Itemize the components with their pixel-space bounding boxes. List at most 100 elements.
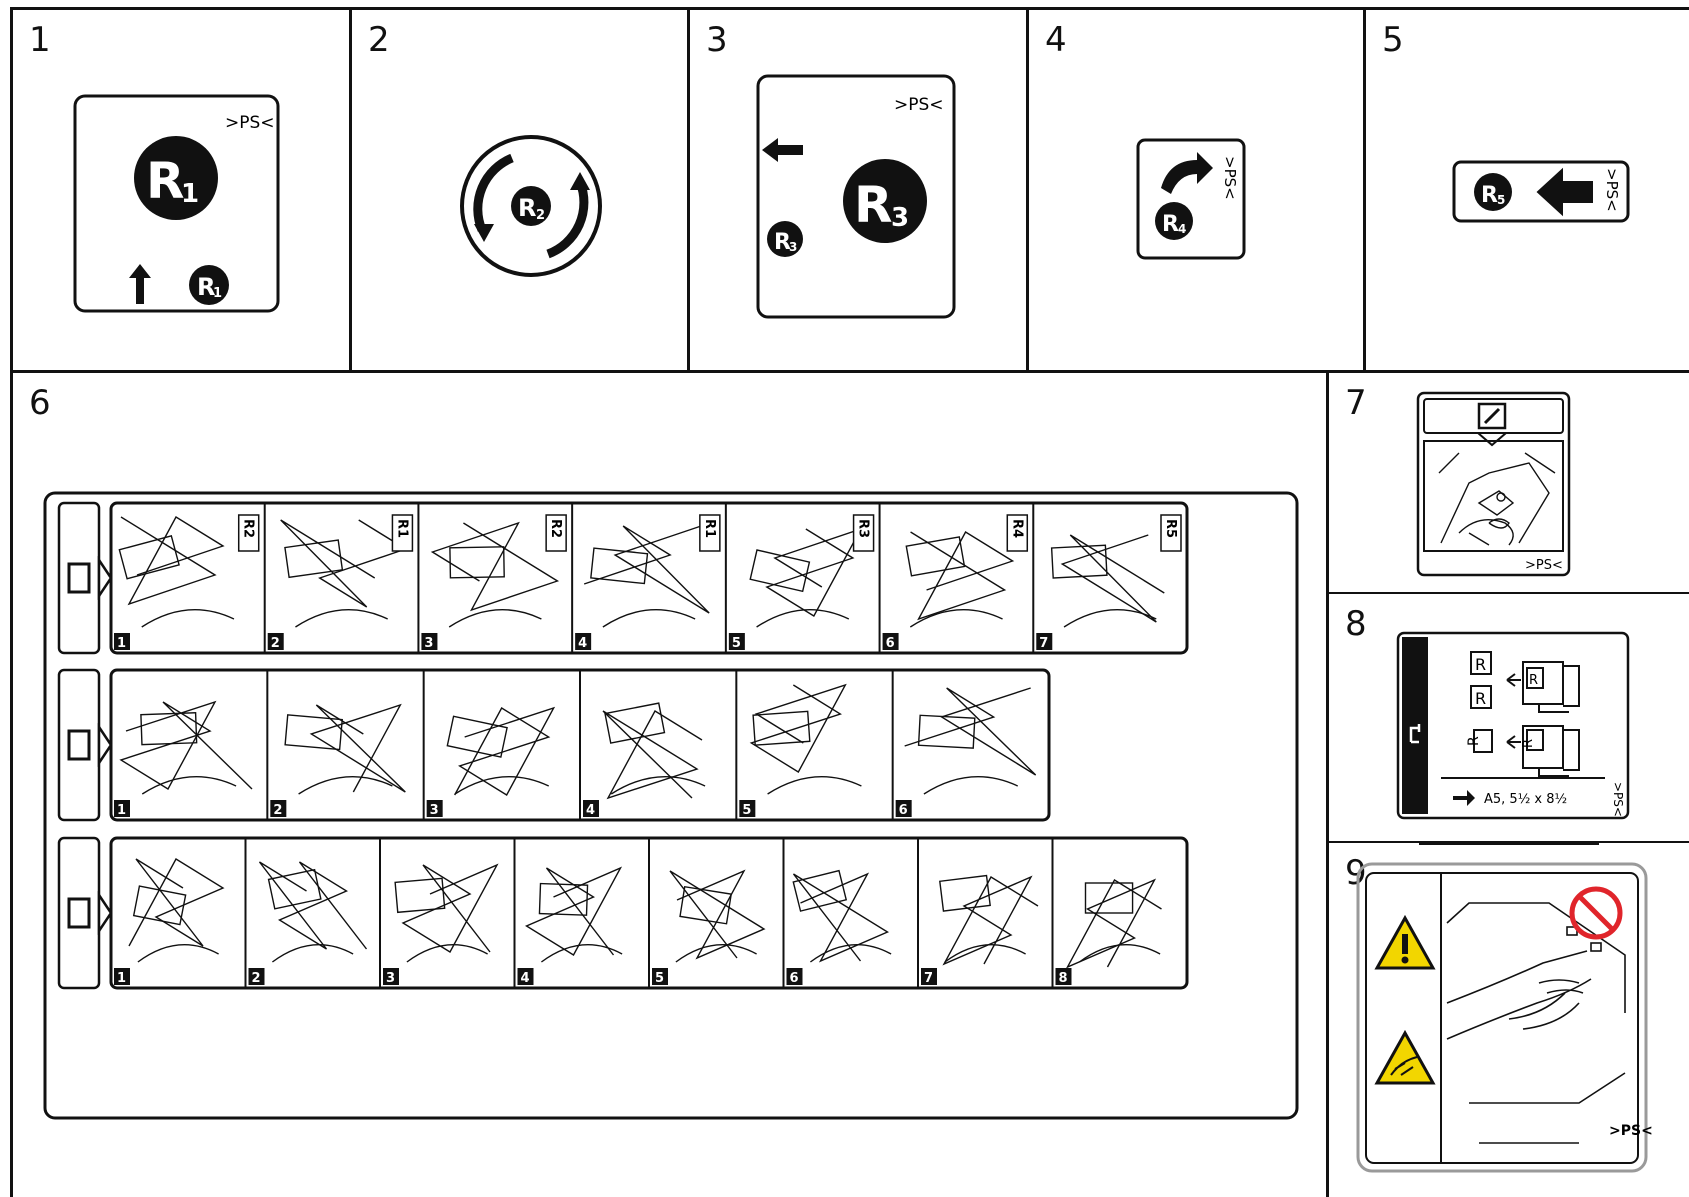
row-3-tab [59, 838, 111, 988]
step-number: 5 [732, 636, 741, 651]
mechanism-sketch [281, 520, 406, 607]
ps-mark: >PS< [894, 95, 944, 115]
r-label: R [1481, 183, 1498, 208]
step-frame: 5 [649, 838, 764, 988]
callout-label: R2 [548, 519, 563, 538]
r-label: R [1162, 212, 1179, 237]
mechanism-sketch [432, 523, 557, 610]
r3-label-illustration: >PS< R 3 R 3 [690, 10, 1026, 370]
finisher-icon [69, 564, 89, 592]
row-1-tab [59, 503, 111, 653]
step-number: 8 [1059, 971, 1068, 986]
r-paper-label: R [1529, 673, 1538, 688]
r-label: R [146, 152, 185, 210]
panel-3: 3 >PS< R 3 R 3 [690, 10, 1026, 370]
warning-triangle-icon [1377, 918, 1433, 968]
r-label: R [854, 176, 893, 234]
panel-4: 4 R 4 >PS< [1029, 10, 1363, 370]
ps-mark: >PS< [1609, 1123, 1653, 1139]
caution-label: >PS< [1329, 843, 1689, 1197]
ps-mark: >PS< [1611, 782, 1625, 817]
mechanism-sketch [911, 532, 1013, 619]
paper-orientation-diagram [1441, 652, 1605, 778]
step-number: 7 [1039, 636, 1048, 651]
r-paper-label: R [1475, 689, 1486, 708]
arrow-up-icon [129, 264, 151, 304]
r5-label-illustration: R 5 >PS< [1366, 10, 1689, 370]
finisher-icon [69, 731, 89, 759]
mechanism-sketch [767, 529, 861, 616]
r-paper-label: R [1466, 736, 1482, 746]
r-sub: 5 [1497, 193, 1505, 207]
instruction-label-outline [45, 493, 1297, 1118]
mechanism-sketch [527, 868, 621, 955]
mechanism-sketch [1068, 880, 1162, 967]
callout-label: R1 [394, 519, 409, 538]
ps-mark: >PS< [1603, 168, 1621, 212]
mechanism-sketch [403, 865, 497, 952]
paper-size-caption: A5, 5½ x 8½ [1484, 792, 1567, 807]
step-frame: 1 [114, 859, 223, 986]
ps-mark: >PS< [225, 113, 275, 133]
callout-label: R4 [1009, 519, 1024, 538]
panel-5: 5 R 5 >PS< [1366, 10, 1689, 370]
step-number: 1 [117, 971, 126, 986]
panel-7: 7 >PS< [1329, 373, 1689, 592]
mechanism-sketch [794, 874, 888, 961]
step-number: 7 [924, 971, 933, 986]
r4-label-illustration: R 4 >PS< [1029, 10, 1363, 370]
step-number: 2 [252, 971, 261, 986]
callout-label: R3 [856, 519, 871, 538]
hand-staple-illustration [1439, 453, 1555, 545]
step-number: 6 [899, 803, 908, 818]
row-2-tab [59, 670, 111, 820]
prohibition-icon [1572, 889, 1620, 937]
mechanism-sketch [603, 711, 702, 798]
step-number: 3 [430, 803, 439, 818]
step-frame: 6 [893, 670, 1036, 820]
pinch-hazard-icon [1377, 1033, 1433, 1083]
callout-label: R2 [241, 519, 256, 538]
step-frame: 2 [267, 670, 405, 820]
step-number: 2 [271, 636, 280, 651]
step-number: 3 [424, 636, 433, 651]
r-paper-label: R [1521, 739, 1536, 748]
r1-label-illustration: >PS< R 1 R 1 [13, 10, 349, 370]
step-number: 1 [117, 803, 126, 818]
step-frame: 1 R2 [114, 515, 259, 651]
step-frame: 2 [246, 838, 367, 988]
r-sub: 4 [1178, 222, 1186, 236]
step-frame: 3 R2 [418, 503, 566, 653]
step-frame: 6R4 [880, 503, 1028, 653]
mechanism-sketch [584, 526, 709, 613]
r-sub: 2 [536, 208, 545, 223]
ps-mark: >PS< [1525, 558, 1563, 573]
paper-arrow-icon [1453, 790, 1475, 806]
step-number: 4 [521, 971, 530, 986]
mechanism-sketch [751, 685, 845, 772]
step-frame: 4 [580, 670, 705, 820]
step-frame: 7 [918, 838, 1038, 988]
step-number: 4 [586, 803, 595, 818]
finisher-icon [69, 899, 89, 927]
step-frame: 5 [736, 670, 861, 820]
step-number: 5 [655, 971, 664, 986]
r-sub-small: 3 [789, 240, 797, 254]
step-frame: 3 [380, 838, 497, 988]
step-frame: 2 R1 [265, 503, 413, 653]
panel-8: 8 R R R R R A5, 5½ x 8½ >PS< [1329, 594, 1689, 841]
arrow-left-icon [1538, 170, 1592, 214]
mechanism-sketch [905, 688, 1036, 775]
step-frame: 8 [1053, 838, 1162, 988]
r-sub: 1 [181, 179, 199, 209]
step-number: 3 [386, 971, 395, 986]
r-sub-small: 1 [213, 286, 222, 301]
callout-label: R5 [1163, 519, 1178, 538]
mechanism-sketch [121, 517, 223, 604]
curved-arrow-icon [1161, 152, 1213, 194]
step-number: 5 [742, 803, 751, 818]
staple-jam-instruction-label: 1R22R13R24R15R36R47R512345612345678 [13, 373, 1326, 1197]
r-label: R [518, 194, 536, 222]
panel-9: 9 >PS< [1329, 843, 1689, 1197]
step-number: 1 [117, 636, 126, 651]
